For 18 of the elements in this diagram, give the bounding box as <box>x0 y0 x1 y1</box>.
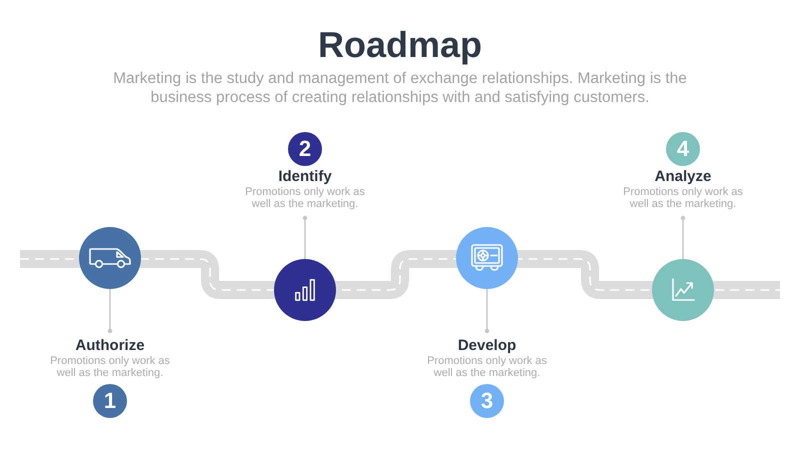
step-heading: Identify <box>277 168 333 186</box>
leader-line <box>484 289 490 334</box>
step-heading: Develop <box>456 337 518 355</box>
leader-line <box>108 289 112 334</box>
step-number: 3 <box>470 384 504 418</box>
step-number: 4 <box>666 132 700 166</box>
step-description: Promotions only work as well as the marketing. <box>622 186 744 210</box>
leader-line <box>302 216 308 259</box>
title: Roadmap <box>316 24 484 66</box>
subtitle: Marketing is the study and management of exchange relationships. Marketing is the business process of creating relationships with and satisfying customers. <box>112 69 688 107</box>
step-number: 2 <box>288 132 322 166</box>
step-description: Promotions only work as well as the marketing. <box>426 355 548 379</box>
step-heading: Analyze <box>654 168 712 186</box>
step-description: Promotions only work as well as the marketing. <box>244 186 366 210</box>
leader-line <box>680 216 686 259</box>
step-heading: Authorize <box>74 337 146 355</box>
step-description: Promotions only work as well as the marketing. <box>49 355 171 379</box>
step-number: 1 <box>93 384 127 418</box>
